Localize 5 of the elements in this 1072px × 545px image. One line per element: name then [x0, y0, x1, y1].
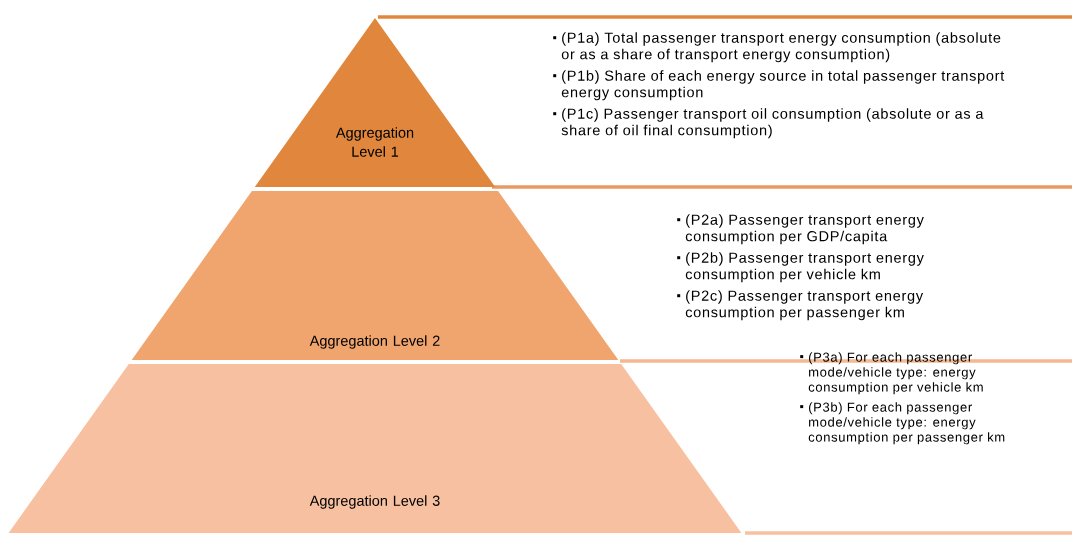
bullet-list: (P1a) Total passenger transport energy consumption (absolute or as a share of transport energy consumption) (P1b) Share of each energy source in total passenger transport energy consumption (P1c) Passenger transport oil consumption (absolute or as a share of oil final consumption) — [553, 32, 1005, 139]
bullet-list: (P3a) For each passenger mode/vehicle type: energy consumption per vehicle km (P3b) For each passenger mode/vehicle type: energy consumption per passenger km — [800, 352, 1005, 445]
pyramid-level: Aggregation Level 3 — [8, 364, 742, 533]
pyramid-level: Aggregation Level 2 — [131, 191, 619, 360]
bullet-list: (P2a) Passenger transport energy consumption per GDP/capita (P2b) Passenger transport energy consumption per vehicle km (P2c) Passenger transport energy consumption per passenger km — [677, 214, 924, 321]
